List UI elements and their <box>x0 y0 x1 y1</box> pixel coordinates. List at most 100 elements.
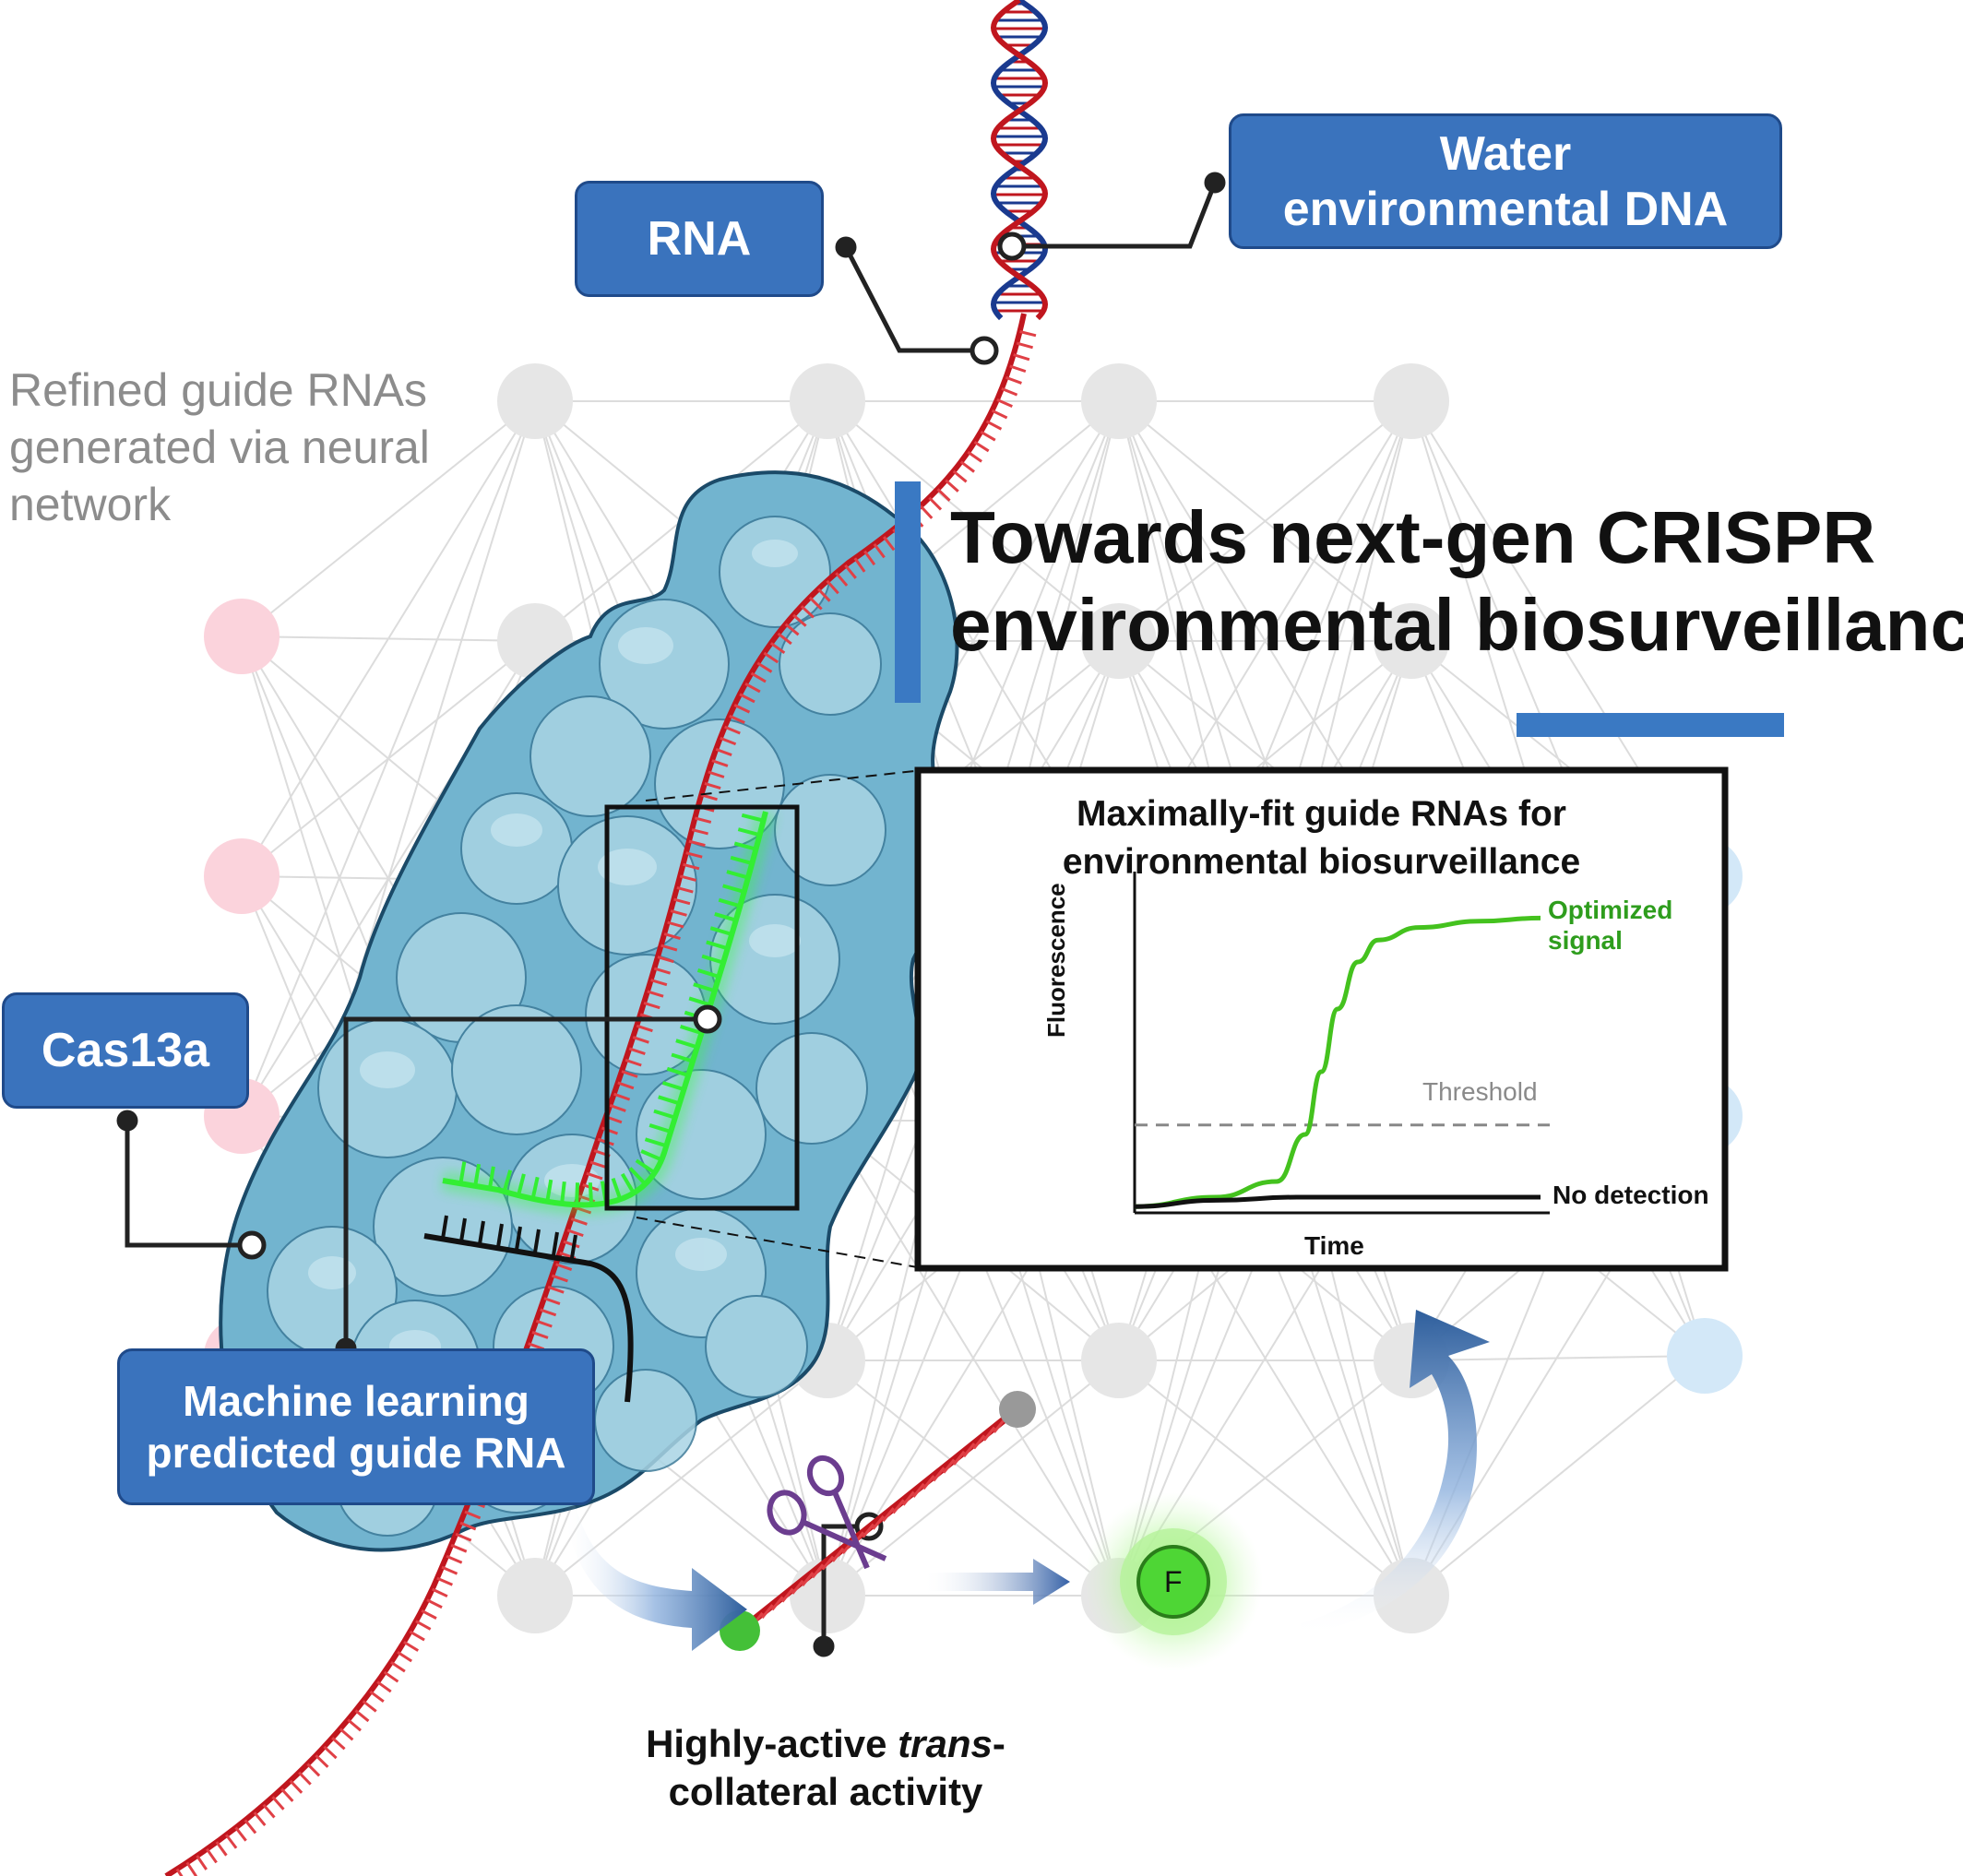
rna-base <box>647 990 664 998</box>
rna-base <box>253 1811 267 1826</box>
dna-double-helix <box>990 0 1049 321</box>
rna-base <box>409 1630 425 1642</box>
reporter-base <box>952 1450 966 1466</box>
reporter-base <box>932 1466 946 1482</box>
rna-base <box>724 725 741 735</box>
guide-base <box>545 1179 553 1203</box>
rna-base <box>185 1861 197 1876</box>
rna-base <box>613 1092 631 1101</box>
rna-base <box>1005 375 1022 385</box>
reporter-base <box>962 1443 976 1458</box>
rna-base <box>547 1285 565 1294</box>
cas13a-label-text: Cas13a <box>41 1024 210 1077</box>
rna-base <box>685 851 703 859</box>
rna-base <box>543 1297 561 1305</box>
rna-base <box>708 770 725 778</box>
guide-base <box>680 1025 703 1036</box>
rna-base <box>691 828 708 836</box>
rna-base <box>694 816 712 824</box>
guide-base <box>701 954 724 965</box>
flow-arrow-2 <box>922 1559 1070 1605</box>
rna-base <box>426 1598 443 1609</box>
nn-edge <box>1410 1355 1706 1361</box>
guide-base <box>718 897 741 908</box>
rna-base <box>657 956 674 964</box>
rna-base <box>826 579 839 595</box>
guide-base <box>628 1167 648 1186</box>
reporter-base <box>912 1482 925 1498</box>
rna-base <box>936 488 951 502</box>
rna-base <box>528 1342 545 1351</box>
rna-base <box>555 1263 573 1272</box>
target-rna-segment <box>423 1215 634 1403</box>
rna-base <box>586 1171 603 1181</box>
series-line-1 <box>1134 1194 1541 1209</box>
headline-line1: Towards next-gen CRISPR <box>950 496 1876 578</box>
nn-node <box>1667 1318 1743 1394</box>
rna-base <box>729 714 745 724</box>
guide-base <box>517 1173 526 1196</box>
nn-node <box>204 599 280 674</box>
rna-base <box>863 550 876 566</box>
rna-base <box>683 862 700 871</box>
guide-base <box>530 1176 540 1200</box>
rna-base <box>663 932 681 940</box>
trans-prefix: Highly-active <box>646 1722 898 1765</box>
guide-base <box>741 813 765 823</box>
guide-base <box>693 982 716 993</box>
zoom-connector-top <box>645 769 923 801</box>
rna-base <box>215 1841 228 1857</box>
water-dna-label: Water environmental DNA <box>1229 113 1782 249</box>
rna-base <box>817 588 831 602</box>
trans-italic: trans <box>898 1722 993 1765</box>
reporter-base <box>993 1418 1006 1433</box>
rna-base <box>339 1728 354 1741</box>
reporter-base <box>770 1596 784 1611</box>
rna-label-text: RNA <box>647 212 752 266</box>
rna-base <box>403 1640 420 1652</box>
guide-base <box>737 827 761 837</box>
rna-base <box>354 1709 370 1723</box>
rna-base <box>967 450 982 463</box>
chart-ylabel: Fluorescence <box>1042 883 1070 1038</box>
zoom-region <box>604 804 800 1211</box>
reporter-base <box>942 1458 956 1474</box>
rna-base <box>280 1787 294 1802</box>
rna-base <box>636 1024 653 1033</box>
rna-base <box>628 1047 646 1055</box>
rna-base <box>570 1217 588 1226</box>
rna-base <box>873 543 886 559</box>
rna-base <box>450 1543 468 1553</box>
rna-base <box>535 1319 553 1328</box>
guide-base <box>733 841 756 851</box>
trans-collateral-label: Highly-active trans- collateral activity <box>641 1720 1010 1816</box>
guide-base <box>648 1123 672 1134</box>
reporter-base <box>972 1434 986 1450</box>
nn-node <box>497 1558 573 1633</box>
rna-base <box>446 1554 463 1564</box>
rna-base <box>853 557 866 573</box>
nn-node <box>497 363 573 439</box>
rna-base <box>715 747 732 756</box>
guide-base <box>726 870 749 880</box>
rna-base <box>621 1070 638 1078</box>
fluorophore <box>1084 1492 1263 1671</box>
leader-endpoints <box>116 172 1226 1657</box>
headline-line2: environmental biosurveillance <box>950 584 1963 666</box>
flow-arrow-3 <box>1301 1310 1490 1637</box>
optimized-signal-label: Optimized signal <box>1548 895 1672 956</box>
rna-base <box>617 1081 635 1090</box>
threshold-label: Threshold <box>1422 1077 1538 1106</box>
rna-base <box>362 1700 377 1713</box>
guide-base <box>644 1137 667 1148</box>
guide-base <box>661 1081 684 1092</box>
chart-frame <box>914 766 1729 1272</box>
rna-base <box>441 1565 458 1575</box>
rna-label: RNA <box>575 181 824 297</box>
guide-base <box>458 1161 467 1184</box>
chart-xlabel: Time <box>1304 1231 1364 1260</box>
rna-base <box>653 967 672 975</box>
reporter-base <box>821 1555 835 1571</box>
rna-base <box>643 1001 660 1010</box>
fluorescence-chart <box>914 766 1729 1272</box>
